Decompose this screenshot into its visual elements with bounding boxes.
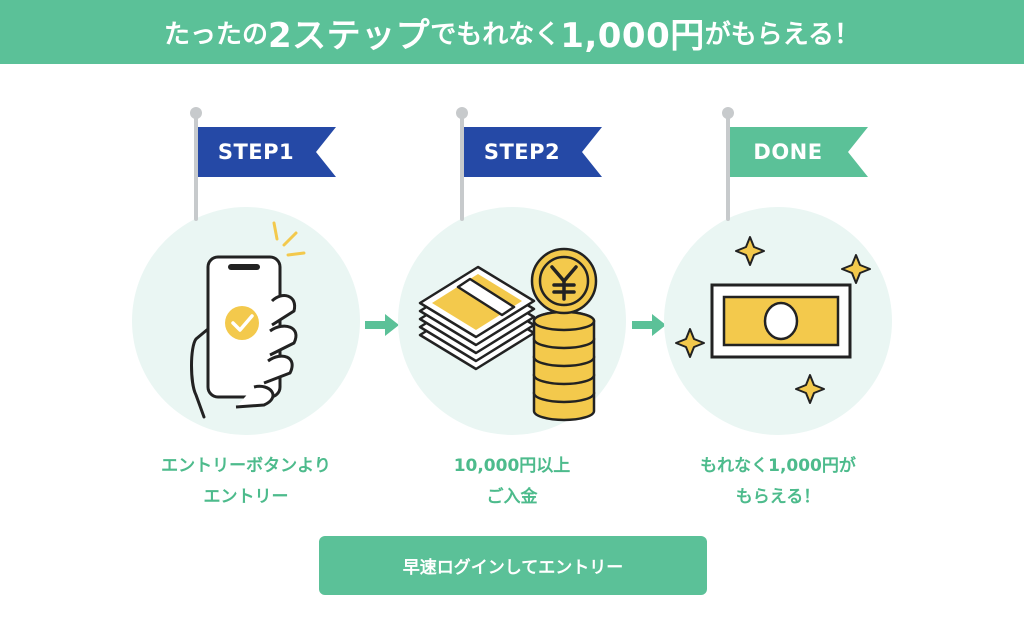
arrow-right-icon [632,314,666,336]
step-flag-label: STEP1 [217,140,295,164]
flag-shape [730,127,868,177]
banknote-sparkle-icon [675,236,871,404]
flag-pole-knob [456,107,468,119]
step-caption: エントリーボタンより エントリー [122,451,370,513]
money-coins-icon [418,247,598,422]
caption-line: もれなく1,000円が [700,456,856,476]
caption-line: 10,000円以上 [453,456,571,476]
headline-part: でもれなく [430,19,561,50]
arrow-right-icon [365,314,399,336]
smartphone-check-icon [190,221,306,419]
step-card-1: STEP1 エントリーボタンより エントリー [132,105,364,525]
flag-pole [194,117,198,221]
headline-part: がもらえる！ [704,19,860,50]
caption-line: エントリー [203,487,289,507]
headline-part: たったの [164,19,269,50]
caption-line: ご入金 [486,487,538,507]
step-caption: もれなく1,000円が もらえる！ [654,451,902,513]
step-caption: 10,000円以上 ご入金 [388,451,636,513]
caption-line: もらえる！ [735,487,821,507]
step-flag-label: DONE [753,140,823,164]
flag-pole-knob [190,107,202,119]
login-entry-button[interactable]: 早速ログインしてエントリー [319,536,707,595]
headline-emphasis: 2ステップ [268,15,431,56]
flag-pole-knob [722,107,734,119]
flag-shape [464,127,602,177]
step-card-2: STEP2 1 [398,105,630,525]
flag-shape [198,127,336,177]
step-card-done: DONE もれなく1,000円が もらえる！ [664,105,896,525]
flag-pole [726,117,730,221]
step-flag-label: STEP2 [483,140,561,164]
flag-pole [460,117,464,221]
caption-line: エントリーボタンより [161,456,331,476]
headline-banner: たったの 2ステップ でもれなく 1,000円 がもらえる！ [0,0,1024,64]
headline-emphasis: 1,000円 [560,15,705,56]
